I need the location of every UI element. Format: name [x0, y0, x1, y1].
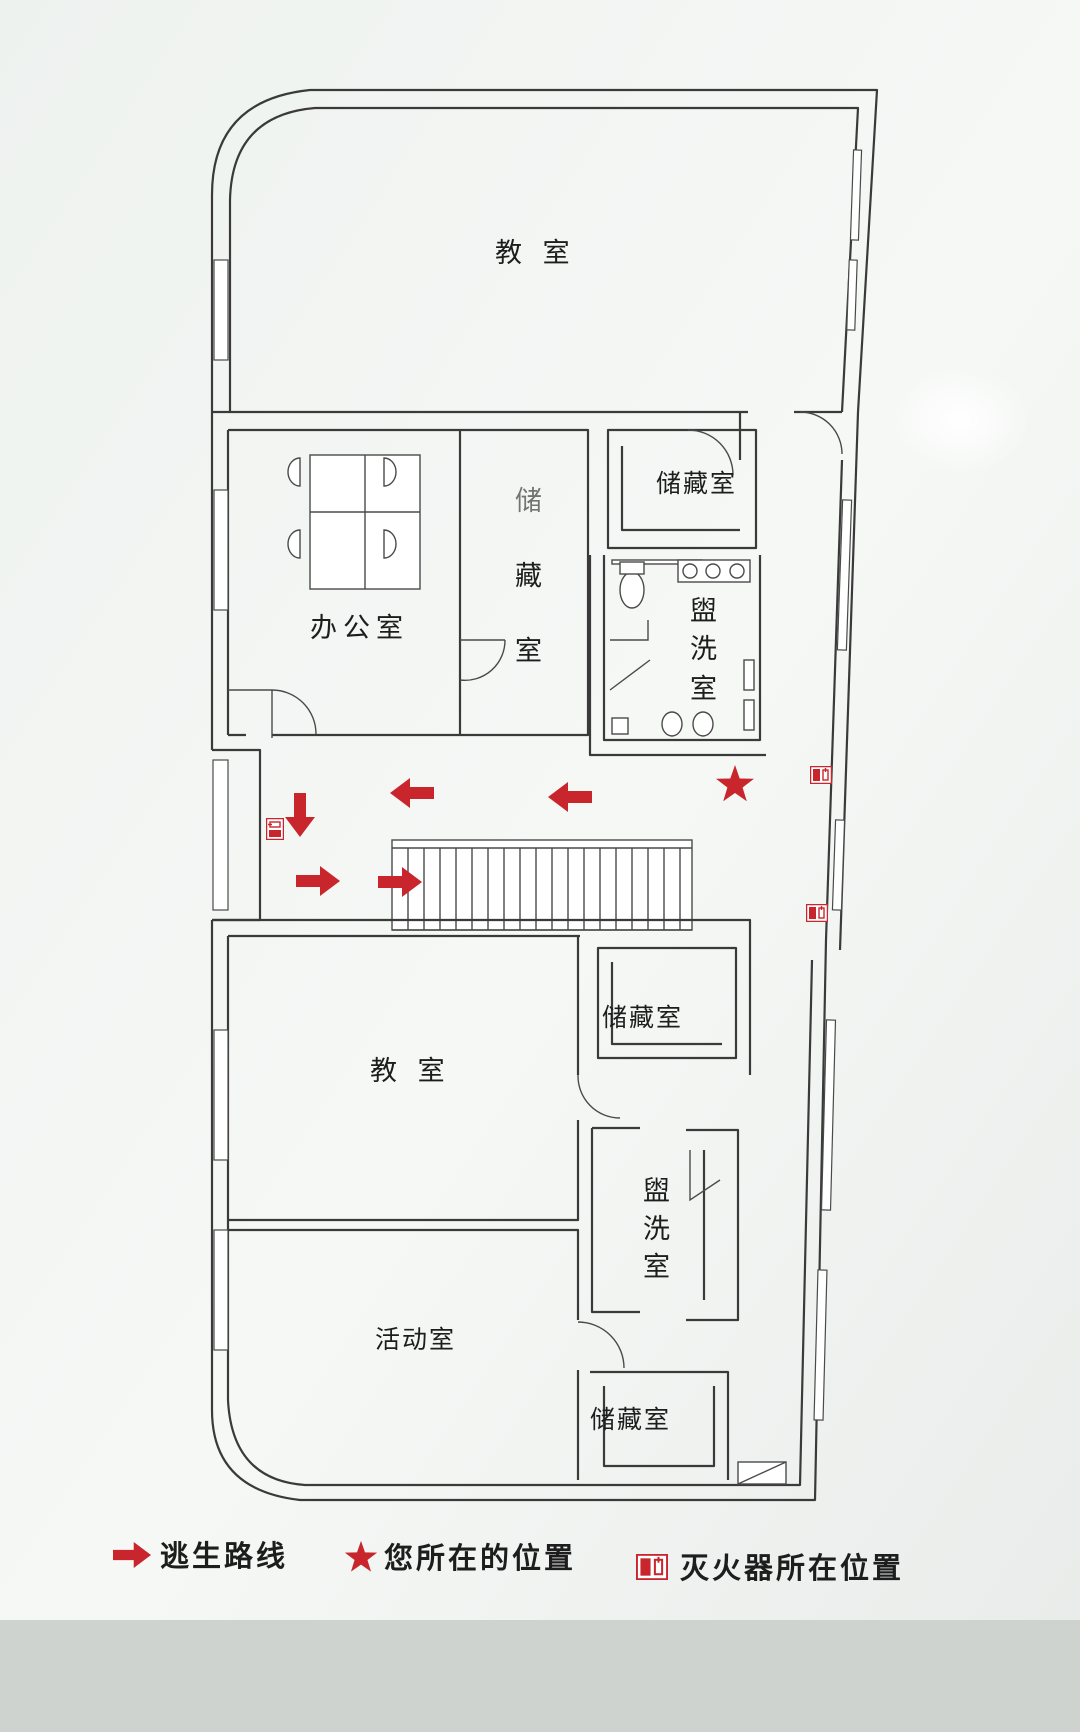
room-label-washroom-bottom-1: 盥	[643, 1176, 676, 1207]
room-label-classroom-mid: 教 室	[370, 1056, 451, 1087]
room-label-washroom-bottom-2: 洗	[643, 1214, 676, 1245]
room-label-classroom-top: 教 室	[495, 238, 576, 269]
room-label-office: 办公室	[310, 613, 409, 644]
legend-escape-route: 逃生路线	[160, 1539, 288, 1573]
room-label-activity-room: 活动室	[375, 1325, 456, 1354]
room-label-storage-left-2: 藏	[515, 561, 548, 592]
fire-extinguisher-icon	[266, 818, 284, 840]
room-label-washroom-top-3: 室	[690, 674, 723, 705]
fire-extinguisher-icon	[806, 904, 828, 922]
room-label-washroom-bottom-3: 室	[643, 1252, 676, 1283]
plan-walls	[210, 88, 879, 1502]
legend-extinguisher-location: 灭火器所在位置	[680, 1551, 904, 1585]
fire-extinguisher-icon	[810, 766, 832, 784]
fire-extinguisher-icon	[636, 1554, 668, 1580]
legend: 逃生路线 您所在的位置 灭火器所在位置	[113, 1539, 904, 1585]
room-label-washroom-top-2: 洗	[690, 634, 723, 665]
room-label-storage-left-3: 室	[515, 636, 548, 667]
board-surface	[0, 0, 1080, 1620]
room-label-storage-mid: 储藏室	[602, 1003, 683, 1032]
room-label-storage-bottom: 储藏室	[590, 1405, 671, 1434]
room-label-washroom-top-1: 盥	[690, 596, 723, 627]
light-glare	[890, 365, 1030, 475]
room-label-storage-top-right: 储藏室	[656, 469, 737, 498]
legend-your-location: 您所在的位置	[384, 1541, 576, 1575]
room-labels: 教 室 办公室 储 藏 室 储藏室 盥 洗 室 教 室 储藏室 盥 洗 室 活动…	[310, 238, 737, 1434]
room-label-storage-left-1: 储	[515, 486, 548, 517]
